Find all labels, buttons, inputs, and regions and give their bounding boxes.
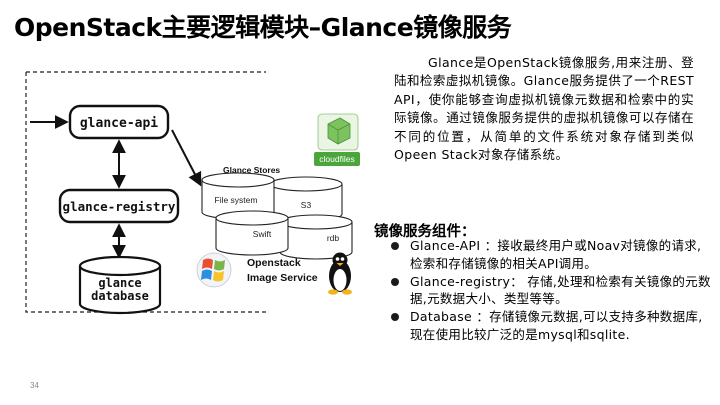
linux-penguin-icon — [328, 252, 352, 295]
list-item: Database ：存储镜像元数据,可以支持多种数据库,现在使用比较广泛的是my… — [388, 308, 712, 344]
bullet-dot-icon — [391, 242, 399, 250]
api-stores-arrow — [171, 129, 202, 187]
store-s3-label: S3 — [301, 200, 312, 210]
store-swift-label: Swift — [253, 229, 272, 239]
list-item-text: Glance-API ：接收最终用户或Noav对镜像的请求,检索和存储镜像的相关… — [410, 238, 702, 271]
bullet-dot-icon — [391, 313, 399, 322]
database-label-line2: database — [91, 289, 149, 303]
component-list: Glance-API ：接收最终用户或Noav对镜像的请求,检索和存储镜像的相关… — [388, 237, 712, 344]
cloudfiles-icon — [317, 113, 359, 151]
glance-api-label: glance-api — [80, 116, 158, 131]
glance-stores-title: Glance Stores — [223, 165, 280, 175]
list-item: Glance-registry： 存储,处理和检索有关镜像的元数据,元数据大小、… — [388, 273, 712, 309]
glance-registry-label: glance-registry — [63, 199, 176, 214]
list-item: Glance-API ：接收最终用户或Noav对镜像的请求,检索和存储镜像的相关… — [388, 237, 712, 273]
bullet-dot-icon — [391, 277, 399, 286]
glance-api-box — [68, 104, 170, 140]
components-heading: 镜像服务组件： — [374, 223, 476, 240]
dashed-frame — [25, 71, 266, 313]
brand-line1: Openstack — [247, 257, 301, 269]
list-item-text: Glance-registry： 存储,处理和检索有关镜像的元数据,元数据大小、… — [410, 273, 711, 307]
database-label-line1: glance — [98, 276, 141, 290]
store-rbd-label: rdb — [327, 233, 340, 243]
diagram-canvas: glance-api glance-registry glance databa… — [25, 71, 359, 315]
intro-paragraph: Glance是OpenStack镜像服务,用来注册、登陆和检索虚拟机镜像。Gla… — [394, 55, 694, 163]
store-filesystem-label: File system — [215, 195, 258, 205]
store-s3-cylinder — [269, 176, 343, 222]
store-swift-cylinder — [215, 210, 289, 256]
list-item-text: Database ：存储镜像元数据,可以支持多种数据库,现在使用比较广泛的是my… — [410, 309, 703, 342]
glance-architecture-diagram: glance-api glance-registry glance databa… — [18, 66, 360, 316]
glance-database-cylinder — [78, 255, 162, 315]
glance-registry-box — [58, 188, 180, 224]
brand-line2: Image Service — [247, 272, 318, 284]
slide-title: OpenStack主要逻辑模块–Glance镜像服务 — [14, 13, 512, 42]
cloudfiles-label: cloudfiles — [314, 152, 360, 166]
store-rbd-cylinder — [279, 214, 353, 260]
page-number: 34 — [30, 381, 39, 390]
windows-logo-icon — [196, 252, 232, 288]
